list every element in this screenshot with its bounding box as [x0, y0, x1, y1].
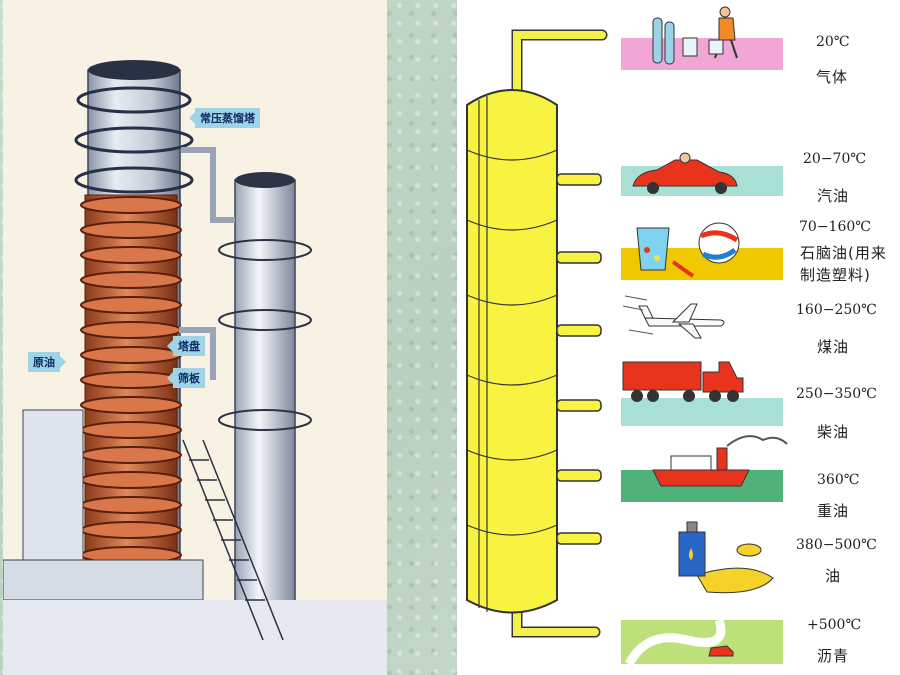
callout-tower: 常压蒸馏塔 — [195, 108, 260, 128]
product-name: 柴油 — [817, 423, 850, 441]
product-name: 煤油 — [817, 338, 850, 356]
product-temp: +500℃ — [807, 617, 862, 633]
product-temp: 20℃ — [816, 34, 850, 50]
oil-can-icon — [678, 521, 774, 594]
callout-tray: 塔盘 — [173, 336, 205, 356]
product-temp: 20−70℃ — [803, 151, 867, 167]
product-name: 重油 — [817, 502, 850, 520]
copper-trays — [80, 194, 182, 576]
product-name: 气体 — [816, 68, 849, 86]
road-icon — [621, 618, 783, 667]
product-name-line: 制造塑料) — [800, 266, 871, 284]
ship-icon — [621, 435, 788, 502]
airplane-icon — [622, 295, 725, 339]
fractionation-panel: 20℃ 气体 20−70℃ 汽油 70−160℃ 石脑油(用来 制造塑料) 16… — [457, 0, 900, 675]
product-name-line: 石脑油(用来 — [800, 244, 887, 262]
product-name: 油 — [825, 567, 842, 585]
fractionating-column-drawing — [466, 6, 788, 667]
product-name: 汽油 — [817, 187, 850, 205]
product-name: 沥青 — [817, 647, 850, 665]
toys-icon — [621, 222, 783, 280]
product-name: 石脑油(用来 制造塑料) — [800, 242, 887, 286]
gas-cylinders-icon — [621, 6, 783, 70]
product-temp: 250−350℃ — [796, 386, 877, 402]
product-temp: 380−500℃ — [796, 537, 877, 553]
callout-crude-oil: 原油 — [28, 352, 60, 372]
product-temp: 70−160℃ — [799, 219, 871, 235]
outlet-pipes — [556, 173, 602, 545]
car-icon — [621, 152, 783, 196]
product-temp: 160−250℃ — [796, 302, 877, 318]
product-temp: 360℃ — [817, 472, 860, 488]
truck-icon — [621, 361, 783, 426]
callout-sieve: 筛板 — [173, 368, 205, 388]
tower-illustration-panel: 常压蒸馏塔 原油 塔盘 筛板 — [3, 0, 387, 675]
